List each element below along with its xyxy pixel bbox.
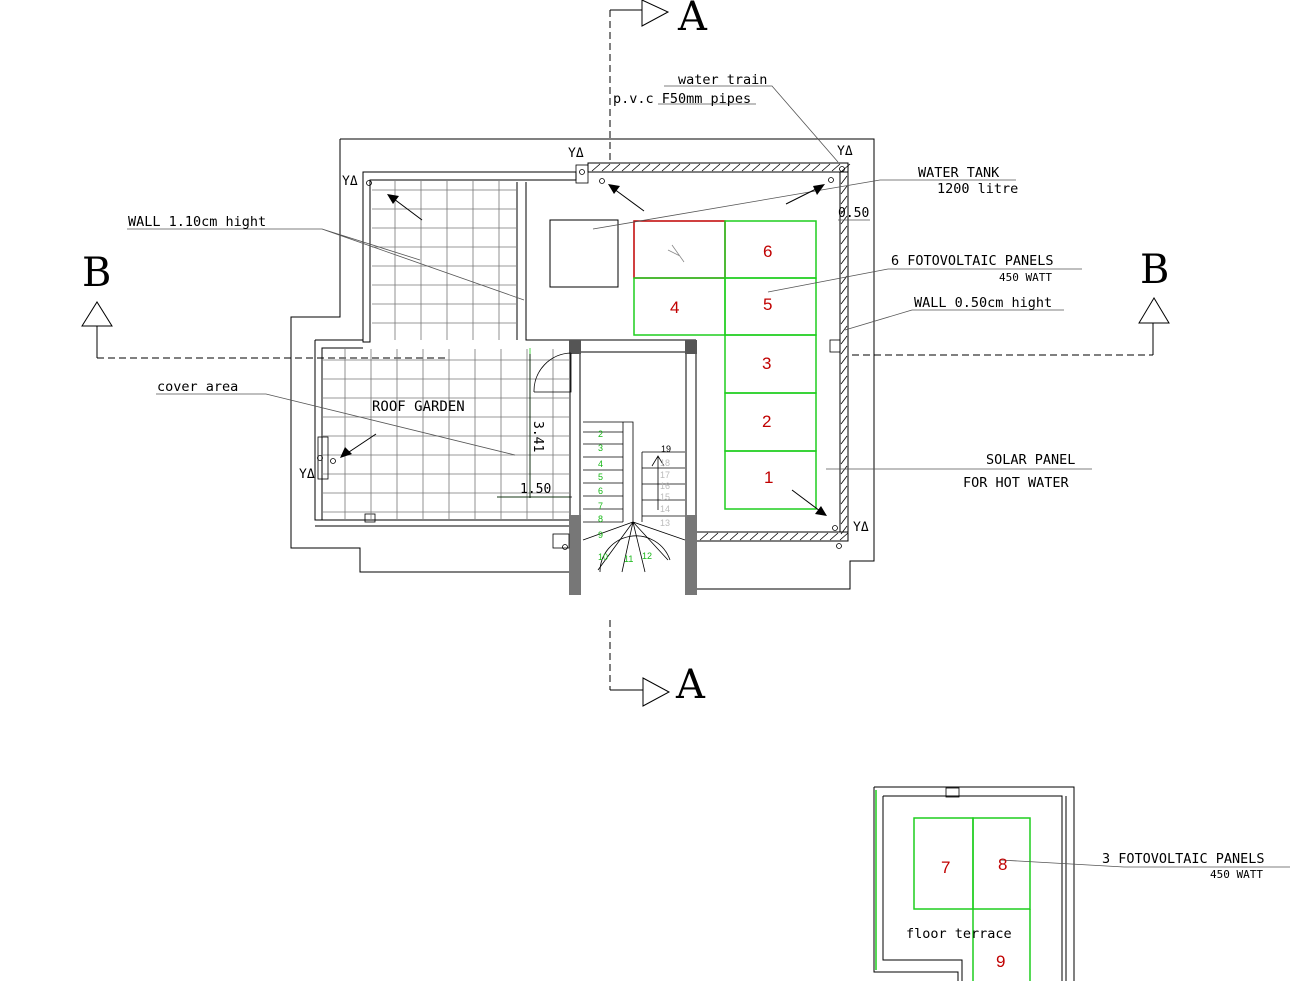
section-line-b (81, 297, 1170, 359)
building-outline (290, 138, 875, 595)
step-14: 14 (660, 504, 670, 514)
drain-mark-5: ΥΔ (853, 520, 869, 535)
label-fv-watt-3: 450 WATT (1210, 868, 1263, 881)
step-10: 10 (598, 552, 608, 562)
water-tank (549, 219, 619, 288)
label-water-tank: WATER TANK (918, 165, 1000, 181)
dim-3-41: 3.41 (530, 421, 545, 452)
label-pvc-pipes: p.v.c F50mm pipes (613, 91, 751, 107)
drain-mark-1: ΥΔ (568, 146, 584, 161)
staircase (582, 421, 686, 573)
step-6: 6 (598, 486, 603, 496)
step-4: 4 (598, 459, 603, 469)
step-11: 11 (624, 554, 633, 564)
panel-number-1: 1 (764, 468, 773, 487)
panel-number-8: 8 (998, 855, 1007, 874)
label-water-train: water train (678, 72, 767, 88)
label-water-tank-capacity: 1200 litre (937, 181, 1018, 197)
dimension-lines (497, 348, 572, 498)
panel-number-3: 3 (762, 354, 771, 373)
drain-mark-3: ΥΔ (342, 174, 358, 189)
label-roof-garden: ROOF GARDEN (372, 399, 465, 415)
panel-number-6: 6 (763, 242, 772, 261)
label-for-hot-water: FOR HOT WATER (963, 475, 1070, 491)
section-mark-b-right: B (1140, 247, 1169, 293)
label-fv-watt-6: 450 WATT (999, 271, 1052, 284)
dim-1-50: 1.50 (520, 482, 551, 497)
drain-points (317, 166, 845, 550)
label-fv-panels-6: 6 FOTOVOLTAIC PANELS (891, 253, 1054, 269)
leader-lines (127, 85, 1092, 516)
roof-garden-tiles (323, 181, 569, 519)
pv-panel-8 (972, 817, 1031, 910)
label-floor-terrace: floor terrace (906, 926, 1012, 942)
panel-number-2: 2 (762, 412, 771, 431)
step-5: 5 (598, 472, 603, 482)
step-3: 3 (598, 443, 603, 453)
step-12: 12 (642, 551, 652, 561)
step-18: 18 (660, 458, 670, 468)
pv-panel-4 (633, 277, 726, 336)
panel-number-7: 7 (941, 858, 950, 877)
step-2: 2 (598, 429, 603, 439)
label-cover-area: cover area (157, 379, 238, 395)
step-9: 9 (598, 530, 603, 540)
pv-panel-1 (724, 450, 817, 510)
label-fv-panels-3: 3 FOTOVOLTAIC PANELS (1102, 851, 1265, 867)
step-19: 19 (661, 444, 671, 454)
step-7: 7 (598, 501, 603, 511)
step-13: 13 (660, 518, 670, 528)
floor-terrace-plan (873, 786, 1290, 981)
step-16: 16 (660, 481, 670, 491)
section-line-a (609, 0, 671, 707)
step-15: 15 (660, 492, 670, 502)
panel-number-5: 5 (763, 295, 772, 314)
pv-panel-tank-slot (633, 220, 726, 279)
panel-number-4: 4 (670, 298, 679, 317)
label-wall-110: WALL 1.10cm hight (128, 214, 266, 230)
pv-panel-array (633, 220, 817, 510)
label-wall-050: WALL 0.50cm hight (914, 295, 1052, 311)
drain-mark-2: ΥΔ (837, 144, 853, 159)
drain-mark-4: ΥΔ (299, 467, 315, 482)
door-swing (533, 352, 572, 393)
section-mark-b-left: B (82, 250, 111, 296)
step-8: 8 (598, 514, 603, 524)
section-mark-a-top: A (677, 0, 708, 40)
wall-hatch (591, 163, 851, 541)
section-mark-a-bottom: A (675, 662, 706, 708)
dim-0-50: 0.50 (838, 206, 869, 221)
panel-number-9: 9 (996, 952, 1005, 971)
label-solar-panel: SOLAR PANEL (986, 452, 1075, 468)
step-17: 17 (660, 470, 670, 480)
